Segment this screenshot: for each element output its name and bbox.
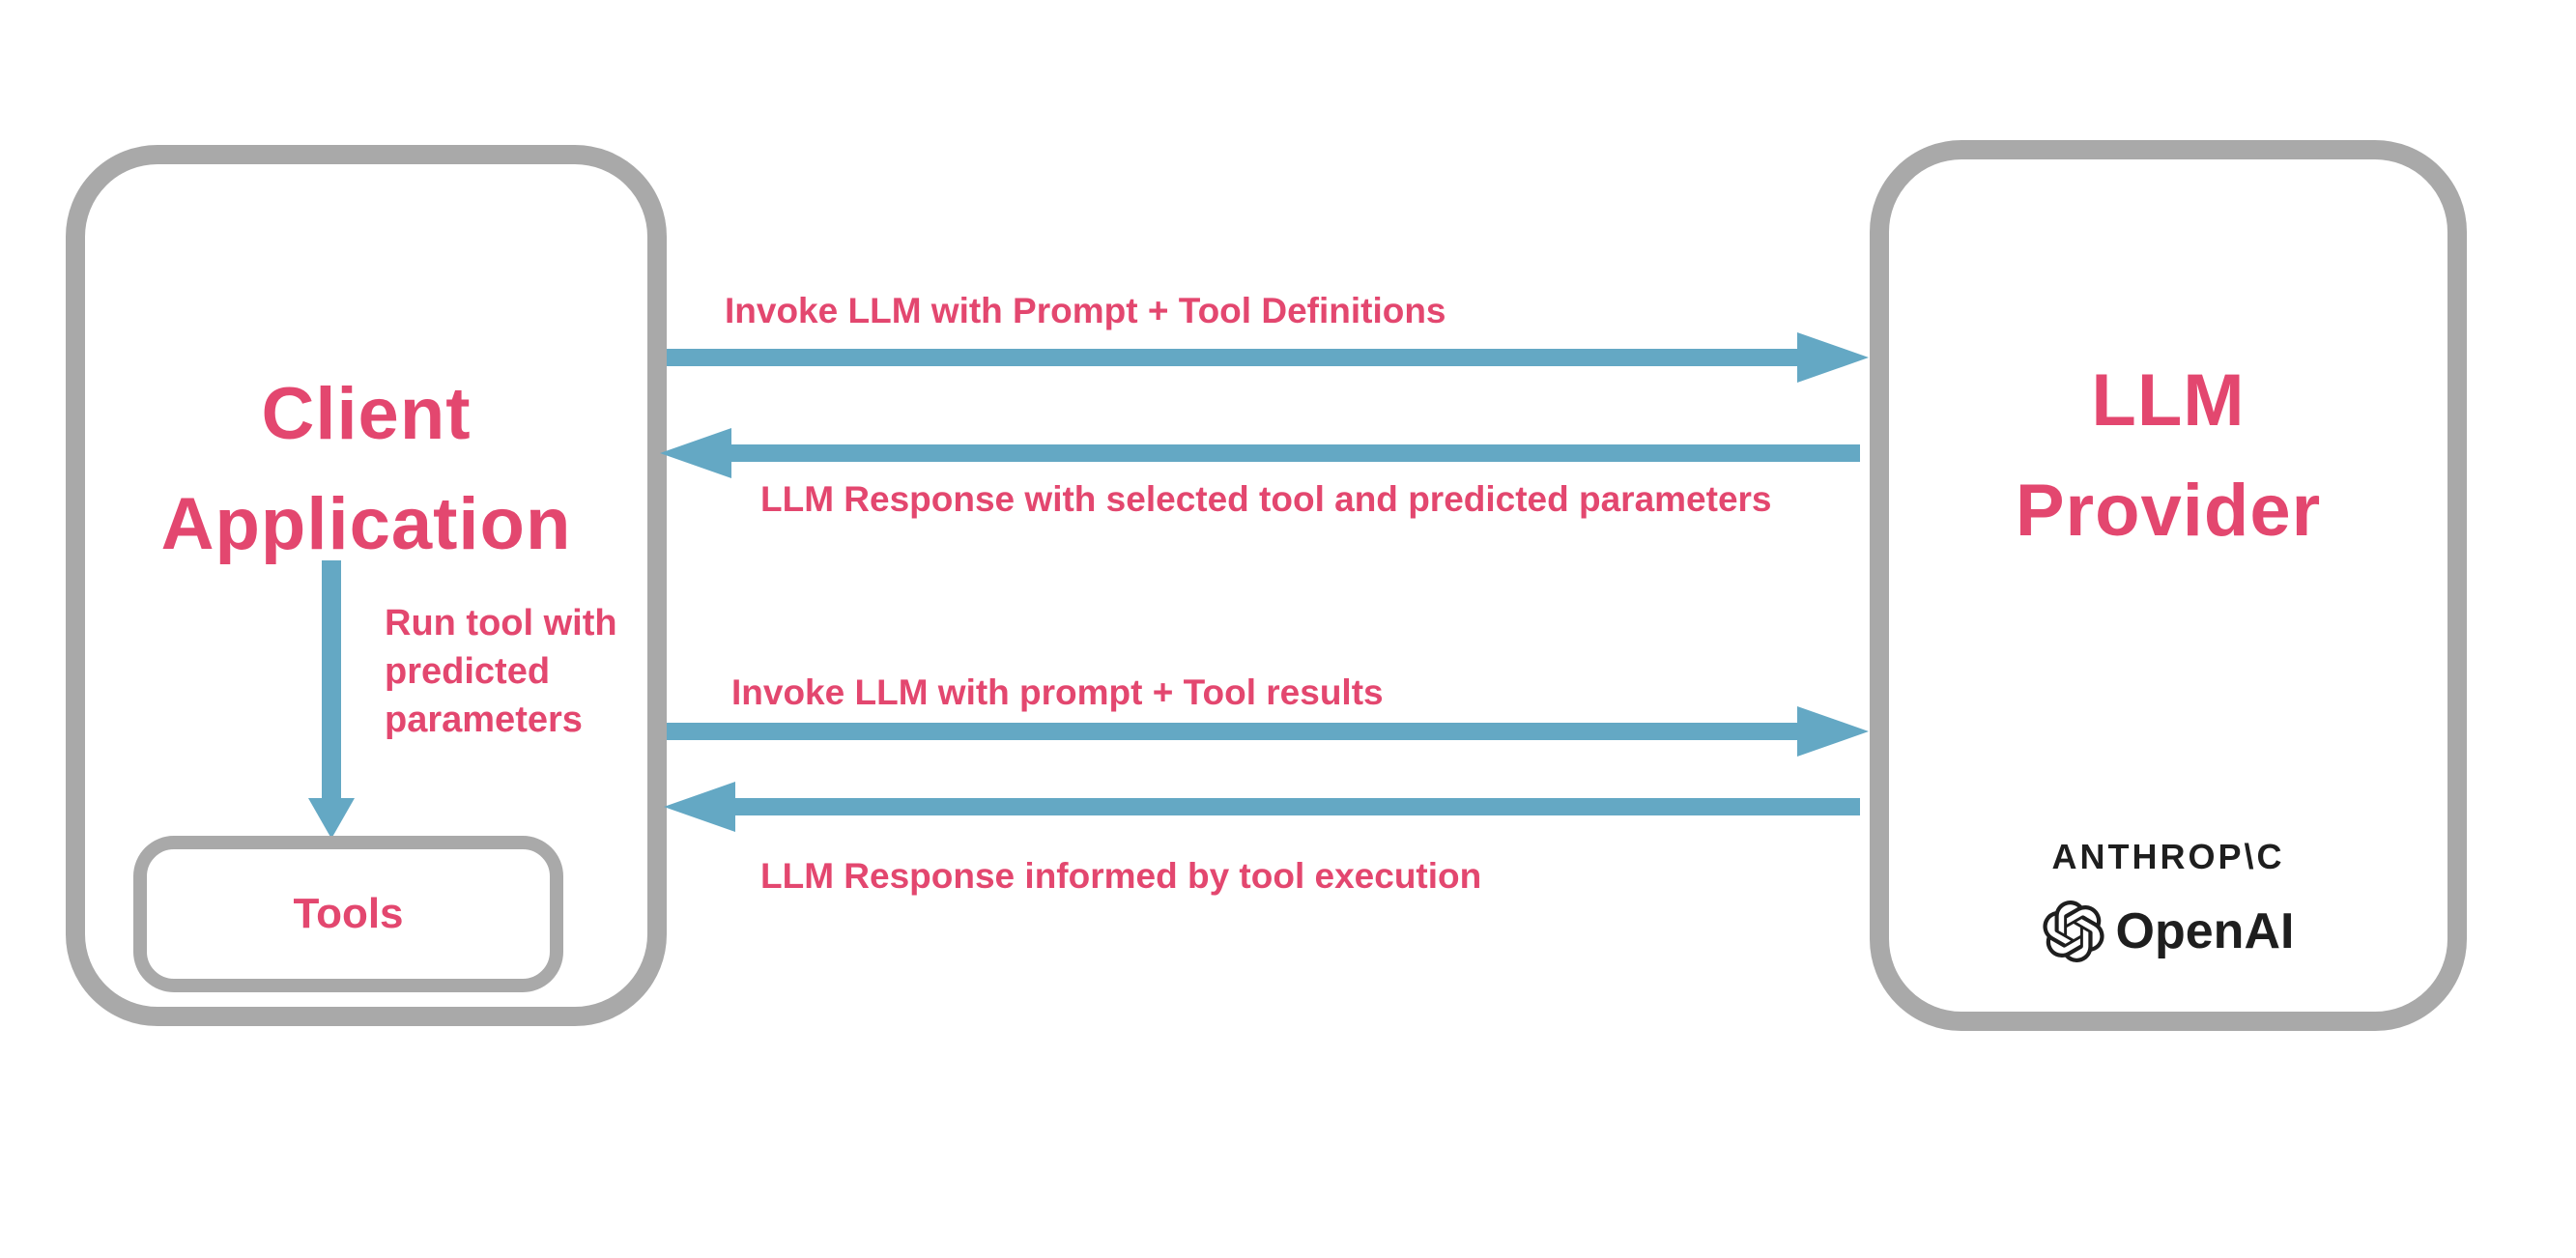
message-1-label: Invoke LLM with Prompt + Tool Definition… (725, 291, 1446, 330)
run-tool-note-line-1: Run tool with (385, 603, 617, 643)
message-2-arrow-shaft (731, 444, 1860, 462)
message-4-arrow-shaft (735, 798, 1860, 815)
run-tool-note-line-2: predicted (385, 651, 551, 692)
openai-logo: OpenAI (1870, 901, 2467, 962)
message-2-label: LLM Response with selected tool and pred… (760, 479, 1772, 519)
llm-provider-title: LLM Provider (1870, 346, 2467, 566)
message-3-label: Invoke LLM with prompt + Tool results (731, 672, 1384, 712)
tools-box: Tools (133, 836, 563, 992)
run-tool-note: Run tool with predicted parameters (385, 599, 617, 744)
client-title-line-1: Client (261, 373, 472, 455)
openai-knot-icon (2042, 901, 2104, 962)
provider-title-line-1: LLM (2091, 359, 2246, 442)
message-3-arrow-shaft (667, 723, 1797, 740)
message-4-label: LLM Response informed by tool execution (760, 856, 1482, 896)
openai-wordmark: OpenAI (2115, 903, 2295, 959)
message-1-arrow-shaft (667, 349, 1797, 366)
message-4-arrow-left-icon (664, 782, 735, 832)
message-1-arrow-right-icon (1797, 332, 1869, 383)
provider-title-line-2: Provider (2015, 470, 2322, 552)
client-application-box (66, 145, 667, 1026)
tools-label: Tools (293, 890, 404, 937)
run-tool-arrow-shaft (322, 560, 341, 798)
client-title-line-2: Application (160, 483, 572, 565)
message-3-arrow-right-icon (1797, 706, 1869, 757)
anthropic-logo: ANTHROP\C (2051, 837, 2285, 876)
client-application-title: Client Application (66, 359, 667, 580)
llm-provider-box (1870, 140, 2467, 1031)
run-tool-arrow-down-icon (308, 798, 355, 839)
message-2-arrow-left-icon (660, 428, 731, 478)
run-tool-note-line-3: parameters (385, 700, 583, 740)
